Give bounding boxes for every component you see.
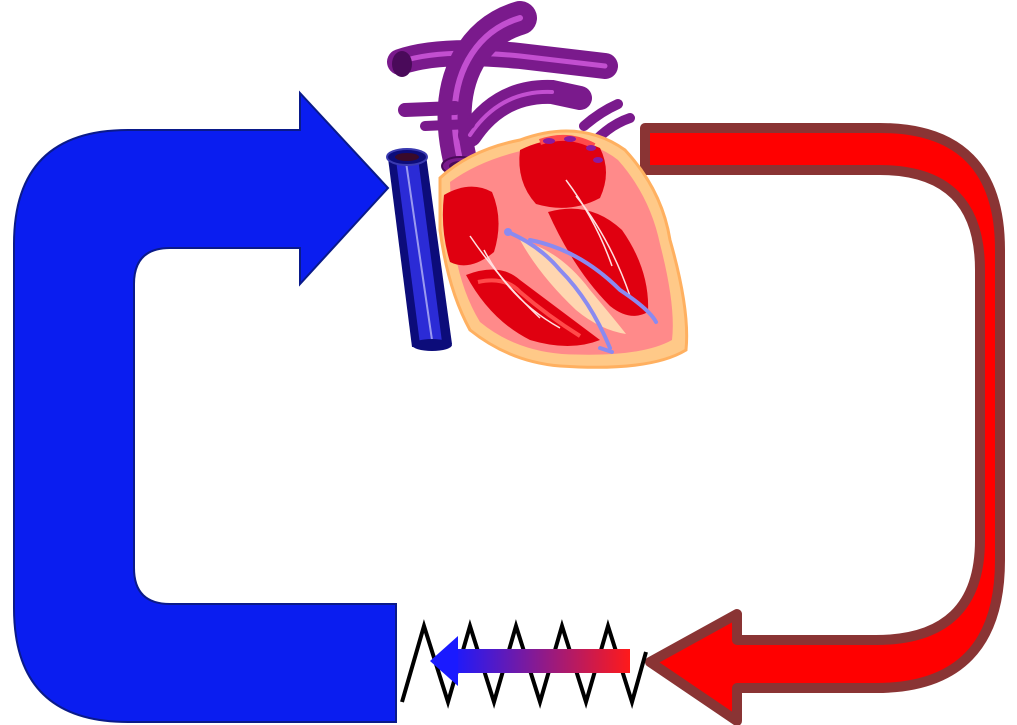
deoxygenated-return-arrow [14, 93, 396, 722]
oxygenated-outflow-arrow [645, 128, 1000, 721]
gas-exchange-gradient-arrow [430, 636, 630, 686]
right-atrium [443, 187, 499, 266]
sa-node [504, 228, 512, 236]
